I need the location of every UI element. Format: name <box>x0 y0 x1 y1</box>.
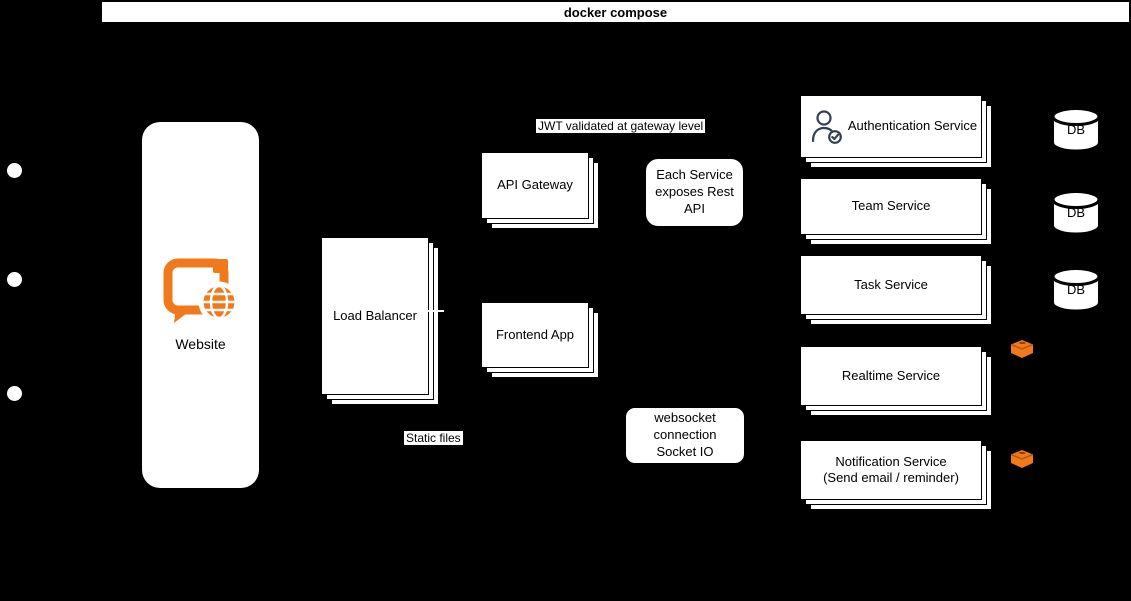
team-service-node: Team Service <box>800 178 992 245</box>
realtime-service-node: Realtime Service <box>800 346 992 416</box>
website-label: Website <box>175 336 226 352</box>
authentication-service-label: Authentication Service <box>847 118 978 134</box>
website-globe-icon <box>163 258 239 328</box>
frontend-app-node: Frontend App <box>481 302 599 378</box>
database-cylinder-icon <box>1051 267 1101 312</box>
docker-compose-container-title: docker compose <box>101 1 1130 23</box>
load-balancer-label: Load Balancer <box>321 237 429 395</box>
jwt-gateway-label: JWT validated at gateway level <box>536 119 706 133</box>
endpoint-dot-2 <box>7 272 22 287</box>
database-label: DB <box>1066 282 1086 297</box>
endpoint-dot-1 <box>7 163 22 178</box>
websocket-note-line2: Socket IO <box>656 443 714 459</box>
notification-service-label: Notification Service <box>835 453 947 469</box>
websocket-note: websocket connection Socket IO <box>625 407 745 464</box>
rest-api-note-line2: exposes Rest API <box>655 184 734 216</box>
team-service-label: Team Service <box>800 178 982 235</box>
connector-stub <box>424 310 444 312</box>
task-service-node: Task Service <box>800 255 992 325</box>
database-cylinder-icon <box>1051 190 1101 235</box>
notification-service-sublabel: (Send email / reminder) <box>823 470 959 485</box>
database-team: DB <box>1050 189 1102 236</box>
api-gateway-node: API Gateway <box>481 152 599 229</box>
authentication-service-face: Authentication Service <box>800 95 982 158</box>
rest-api-note-line1: Each Service <box>656 167 733 183</box>
package-cube-icon-notification <box>1010 450 1034 468</box>
endpoint-dot-3 <box>7 386 22 401</box>
database-auth: DB <box>1050 106 1102 153</box>
notification-service-face: Notification Service (Send email / remin… <box>800 440 982 500</box>
database-label: DB <box>1066 205 1086 220</box>
database-task: DB <box>1050 266 1102 313</box>
user-verified-icon <box>810 108 844 146</box>
notification-service-node: Notification Service (Send email / remin… <box>800 440 992 510</box>
task-service-label: Task Service <box>800 255 982 315</box>
container-title-label: docker compose <box>563 4 668 20</box>
package-cube-icon-realtime <box>1010 340 1034 358</box>
static-files-label: Static files <box>404 431 463 445</box>
database-label: DB <box>1066 122 1086 137</box>
websocket-note-line1: websocket connection <box>653 410 717 443</box>
database-cylinder-icon <box>1051 107 1101 152</box>
authentication-service-node: Authentication Service <box>800 95 992 168</box>
api-gateway-label: API Gateway <box>481 152 589 219</box>
realtime-service-label: Realtime Service <box>800 346 982 406</box>
website-node: Website <box>142 122 259 488</box>
load-balancer-node: Load Balancer <box>321 237 439 405</box>
frontend-app-label: Frontend App <box>481 302 589 368</box>
rest-api-note: Each Service exposes Rest API <box>645 158 744 227</box>
